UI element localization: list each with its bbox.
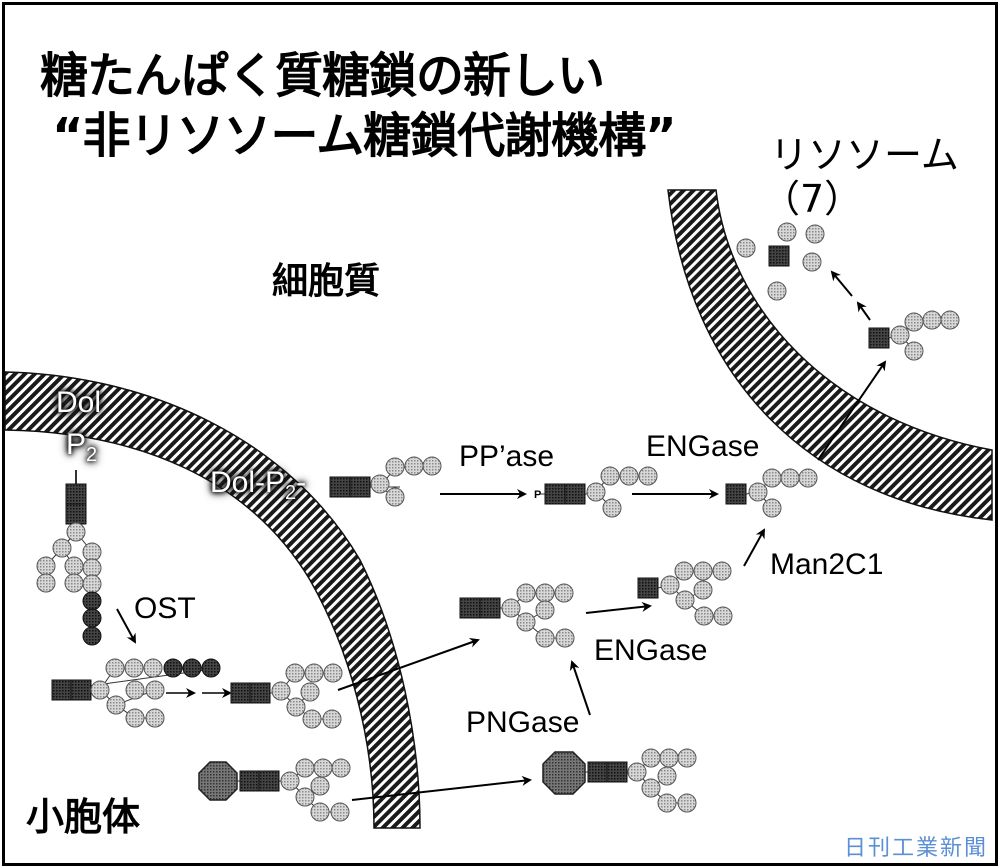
engase-top-label: ENGase <box>646 430 760 463</box>
er-label: 小胞体 <box>26 795 141 839</box>
glycoprotein-export-arrow <box>351 775 532 801</box>
lysosome-reference: （7） <box>762 177 863 221</box>
lysosome-degraded-sugars <box>736 222 825 301</box>
ost-arrow <box>116 608 136 644</box>
lysosome-membrane <box>667 189 993 521</box>
title-line-1: 糖たんぱく質糖鎖の新しい <box>40 48 605 104</box>
protein-octagon-er <box>198 761 238 801</box>
engase-mid-label: ENGase <box>594 634 708 667</box>
phosphate-label: P <box>534 489 541 501</box>
lipid-linked-oligosaccharide-vertical <box>36 470 102 646</box>
phospho-oligosaccharide <box>540 466 658 518</box>
free-oligosaccharide-gn1-top <box>725 468 818 518</box>
lysosome-label: リソソーム <box>770 133 959 177</box>
man2c1-label: Man2C1 <box>770 548 884 581</box>
lysosome-degrade-arrow-1 <box>856 301 871 321</box>
pngase-arrow <box>569 660 591 716</box>
er-membrane <box>4 371 421 829</box>
glc3man9glcnac2 <box>51 658 221 728</box>
glycoprotein-er <box>198 758 351 822</box>
ost-label: OST <box>134 592 196 625</box>
p2-vertical-label: P2 <box>66 428 98 466</box>
glycoprotein-cytosol <box>542 748 697 813</box>
free-oligosaccharide-gn1 <box>637 561 733 626</box>
publisher-credit: 日刊工業新聞 <box>843 836 988 861</box>
ppase-label: PP’ase <box>459 440 555 473</box>
protein-octagon-cytosol <box>542 751 586 795</box>
cytoplasm-label: 細胞質 <box>272 261 381 302</box>
pngase-label: PNGase <box>466 706 580 739</box>
man2c1-arrow <box>743 528 765 567</box>
engase-mid-arrow <box>585 601 652 614</box>
lipid-linked-oligosaccharide-horizontal <box>329 456 442 507</box>
dol-p2-horizontal-label: Dol-P2- <box>210 466 307 504</box>
man9glcnac2 <box>230 663 343 729</box>
retrotranslocation-arrow <box>337 637 480 691</box>
lysosome-oligosaccharide <box>868 310 960 361</box>
lysosome-degrade-arrow-2 <box>830 270 853 297</box>
title-line-2: “非リソソーム糖鎖代謝機構” <box>52 108 677 164</box>
free-oligosaccharide-gn2 <box>459 583 575 648</box>
lysosome-import-arrow <box>817 360 887 461</box>
dol-vertical-label: Dol <box>56 386 102 419</box>
